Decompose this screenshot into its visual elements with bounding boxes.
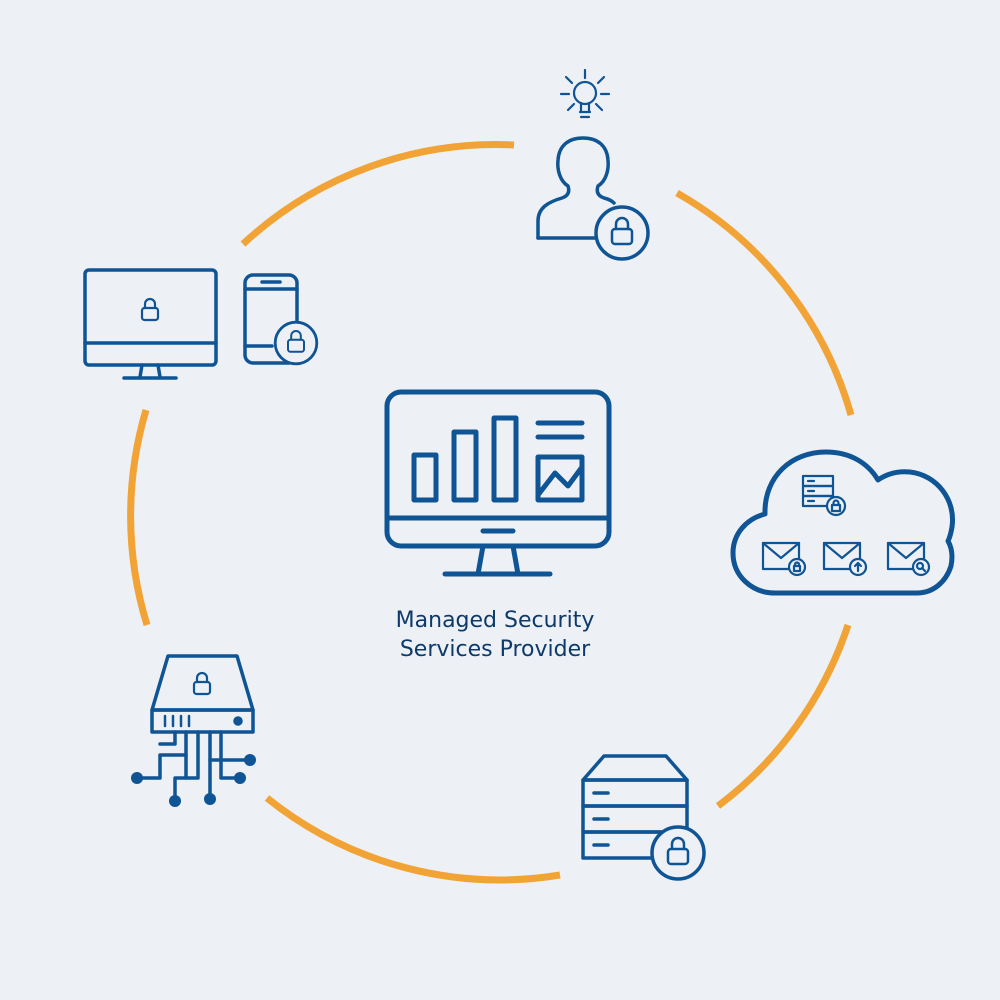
- ring-arc-top-right: [675, 189, 855, 416]
- mobile-lock-icon: [243, 273, 319, 366]
- ring-arc-bottom: [264, 795, 561, 884]
- lightbulb-icon: [559, 68, 611, 119]
- ring-arc-top: [240, 141, 515, 247]
- service-ring: [127, 141, 855, 884]
- center-label-line2: Services Provider: [399, 637, 591, 662]
- server-lock-icon: [581, 754, 706, 881]
- dashboard-monitor-icon: [384, 389, 612, 577]
- center-label: Managed Security Services Provider: [345, 606, 645, 664]
- ring-arc-left: [127, 409, 151, 627]
- user-lock-icon: [536, 136, 650, 261]
- center-label-line1: Managed Security: [395, 608, 595, 633]
- cloud-email-icon: [730, 449, 956, 596]
- desktop-lock-icon: [83, 268, 218, 380]
- ring-arc-right: [715, 623, 852, 809]
- network-storage-icon: [131, 654, 256, 807]
